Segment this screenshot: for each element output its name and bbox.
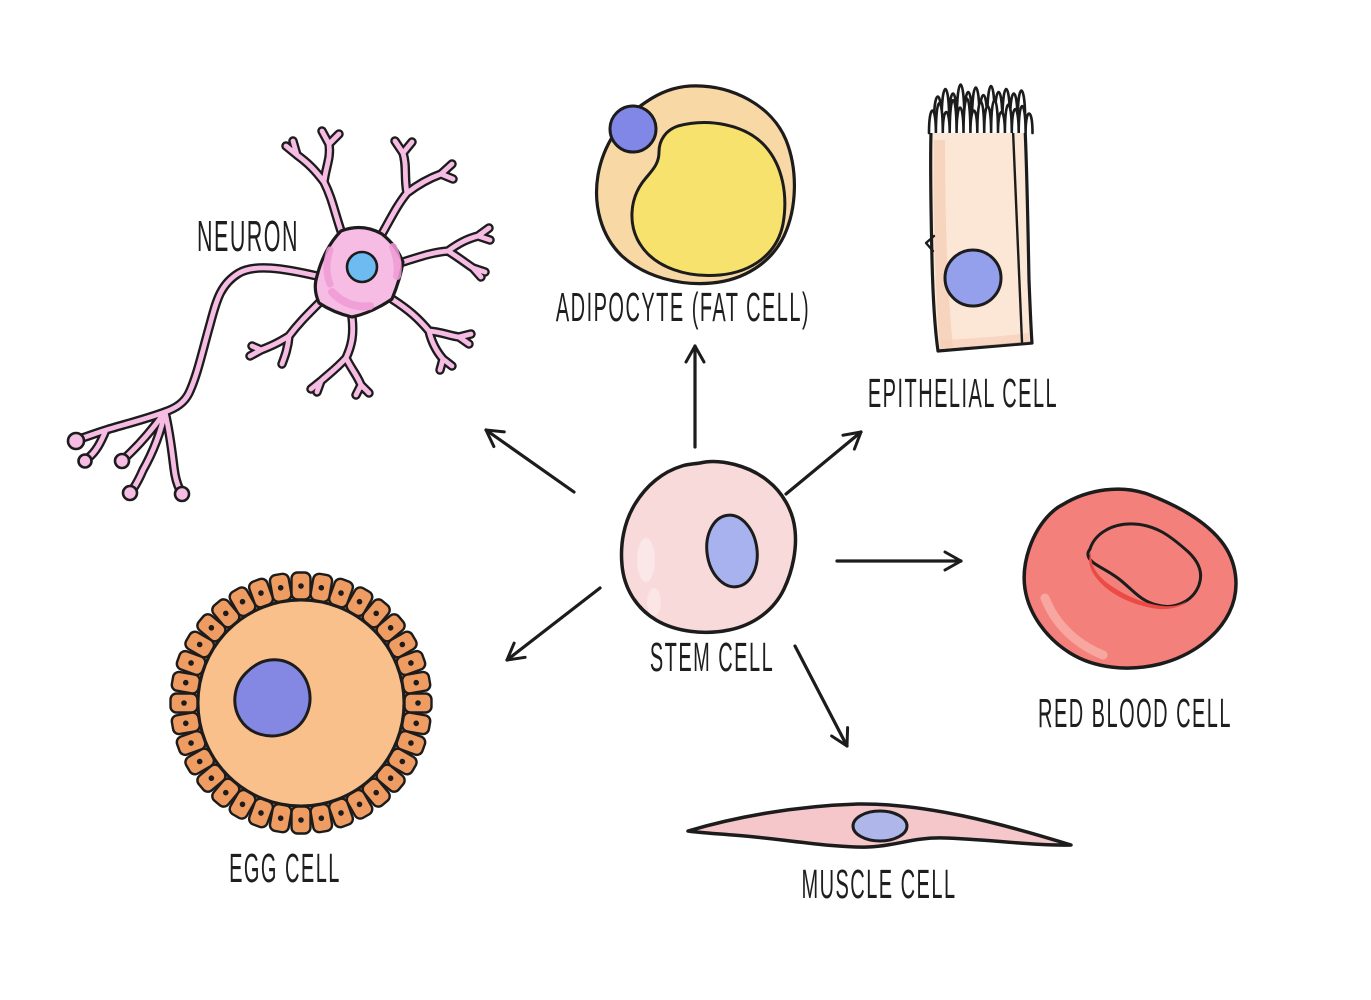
arrow-stem-to-muscle (793, 644, 850, 748)
arrow-stem-to-egg (505, 586, 602, 662)
egg-corona-cell (290, 571, 312, 601)
egg-corona-cell (327, 577, 355, 609)
egg-corona-cell (401, 670, 432, 695)
egg-corona-cell (268, 572, 293, 603)
epithelial-nucleus (943, 248, 1003, 308)
neuron-soma-shading (323, 243, 402, 311)
egg-corona-cell (196, 763, 227, 793)
egg-corona-cell (175, 649, 207, 677)
egg-corona-cell (175, 729, 207, 757)
epithelial-left-notch (924, 234, 936, 253)
label-neuron: NEURON (197, 213, 299, 262)
axon-terminal-bulb (173, 485, 191, 503)
adipocyte-illustration (594, 84, 796, 286)
egg-corona-cell (170, 711, 201, 736)
egg-corona-cell (290, 805, 312, 835)
egg-corona-cell (401, 711, 432, 736)
egg-corona-cell (395, 729, 427, 757)
arrow-stem-to-neuron (484, 428, 576, 494)
egg-nucleus (233, 658, 312, 738)
stem-cell-highlight (647, 588, 661, 616)
egg-corona-cell (309, 803, 334, 834)
egg-corona-cell (184, 747, 216, 776)
microvilli-front-row (927, 97, 1034, 135)
axon-terminal-bulb (113, 452, 131, 470)
rbc-highlight (1040, 593, 1108, 660)
microvilli (927, 83, 1034, 135)
egg-corona-cell (345, 586, 374, 618)
egg-corona-cells (169, 571, 433, 835)
axon-terminal-bulb (77, 453, 93, 469)
stem-cell-highlight (637, 538, 655, 582)
epithelial-illustration (924, 83, 1034, 353)
egg-corona-cell (184, 630, 216, 659)
axon-terminal-bulb (121, 484, 139, 502)
egg-corona-cell (309, 572, 334, 603)
label-stem-cell: STEM CELL (649, 634, 775, 680)
egg-corona-cell (403, 692, 433, 714)
egg-corona-cell (327, 797, 355, 829)
muscle-nucleus (851, 809, 909, 843)
egg-corona-cell (169, 692, 199, 714)
arrow-stem-to-epithelial (784, 430, 863, 496)
stem-cell-illustration (619, 459, 798, 635)
epithelial-shading-left (933, 140, 953, 348)
label-red-blood-cell: RED BLOOD CELL (1038, 690, 1232, 736)
egg-corona-cell (268, 803, 293, 834)
egg-corona-cell (170, 670, 201, 695)
egg-corona-cell (345, 788, 374, 820)
egg-corona-cell (375, 763, 406, 793)
label-muscle-cell: MUSCLE CELL (801, 861, 957, 907)
egg-cell-illustration (169, 571, 433, 835)
adipocyte-nucleus (608, 104, 658, 154)
arrows (484, 344, 963, 748)
egg-corona-cell (386, 747, 418, 776)
label-adipocyte: ADIPOCYTE (FAT CELL) (555, 284, 811, 330)
egg-corona-cell (361, 777, 391, 808)
egg-corona-cell (196, 613, 227, 643)
egg-corona-cell (375, 613, 406, 643)
egg-corona-cell (228, 788, 257, 820)
egg-corona-cell (228, 586, 257, 618)
label-epithelial-cell: EPITHELIAL CELL (867, 370, 1059, 416)
egg-corona-cell (211, 777, 241, 808)
egg-corona-cell (247, 797, 275, 829)
label-egg-cell: EGG CELL (229, 845, 341, 891)
muscle-cell-illustration (686, 802, 1073, 849)
axon-terminal-bulb (66, 431, 86, 451)
egg-corona-cell (247, 577, 275, 609)
neuron-branches-fill (82, 131, 490, 490)
epithelial-side-fold-line (1011, 128, 1024, 344)
egg-corona-cell (211, 598, 241, 629)
egg-corona-cell (361, 598, 391, 629)
egg-corona-cell (395, 649, 427, 677)
red-blood-cell-illustration (1022, 487, 1238, 670)
neuron-nucleus (345, 250, 379, 284)
egg-corona-cell (386, 630, 418, 659)
adipocyte-lipid-droplet (630, 121, 787, 278)
epithelial-shading-bottom (940, 333, 1030, 349)
neuron-illustration (66, 131, 490, 503)
stem-cell-nucleus (705, 513, 759, 589)
